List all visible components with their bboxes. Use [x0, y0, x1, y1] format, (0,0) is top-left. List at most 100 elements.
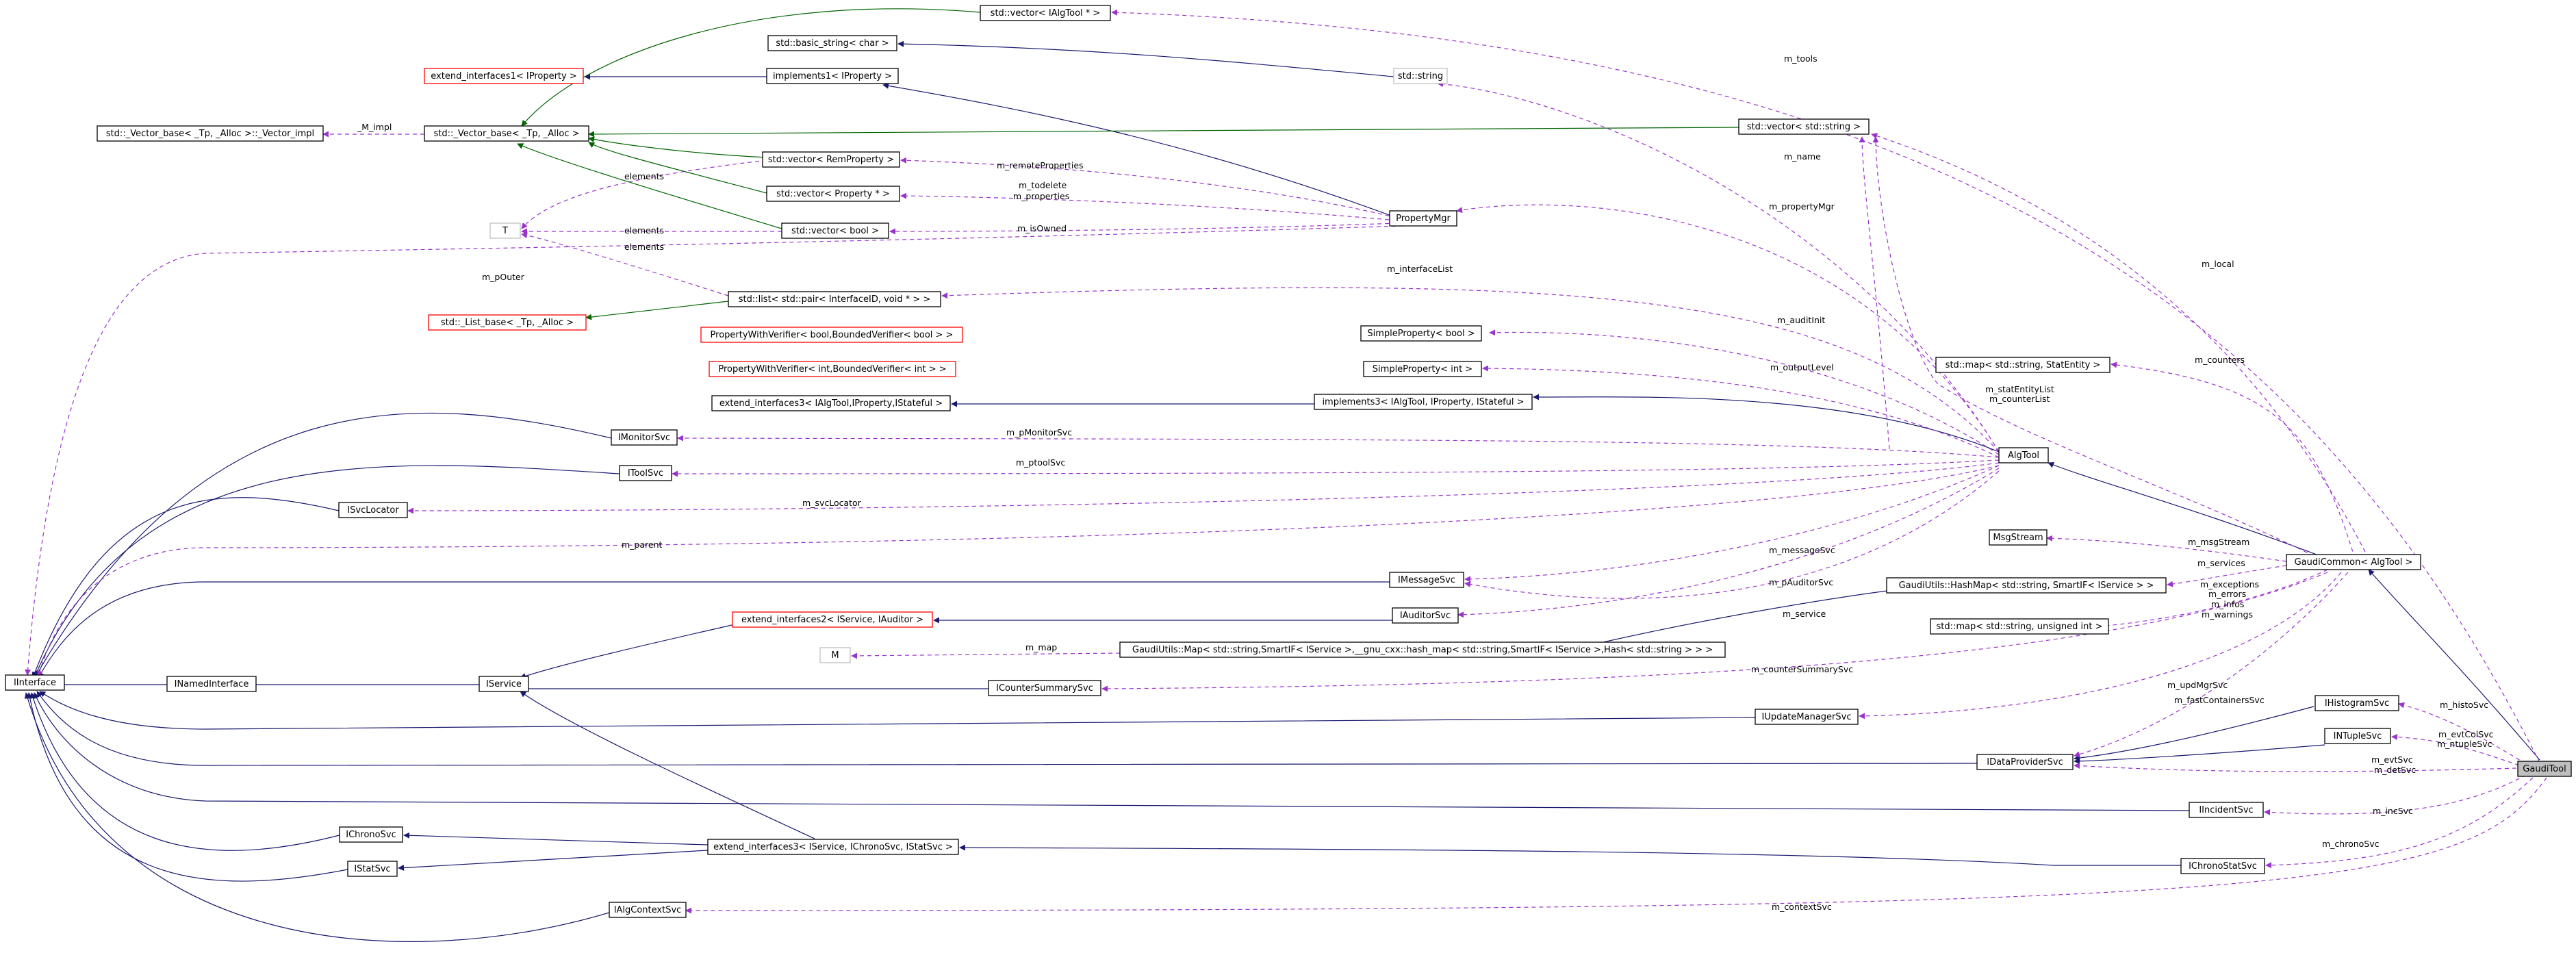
node-ext-if1-label: extend_interfaces1< IProperty > — [431, 71, 576, 81]
node-impl3[interactable]: implements3< IAlgTool, IProperty, IState… — [1314, 394, 1533, 410]
node-ext-if3-ialgtool-label: extend_interfaces3< IAlgTool,IProperty,I… — [719, 398, 943, 409]
nodes-layer: IInterface INamedInterface IService IMon… — [5, 5, 2572, 918]
node-algtool[interactable]: AlgTool — [1998, 447, 2049, 463]
label-m-counters: m_counters — [2195, 355, 2245, 365]
node-iincidentsvc-label: IIncidentSvc — [2199, 805, 2253, 815]
edge-string-vec — [1859, 136, 1890, 450]
label-m-statentitylist: m_statEntityList — [1985, 384, 2054, 394]
edge-propertymgr — [1456, 204, 2000, 453]
edge-propmgr-impl1 — [882, 82, 1397, 218]
node-list-base[interactable]: std::_List_base< _Tp, _Alloc > — [428, 314, 587, 331]
node-std-string[interactable]: std::string — [1393, 68, 1448, 84]
edge-fastcontainers — [2074, 572, 2349, 758]
node-inamedinterface[interactable]: INamedInterface — [166, 676, 257, 692]
node-basic-string[interactable]: std::basic_string< char > — [767, 35, 897, 51]
label-m-fastcontainerssvc: m_fastContainersSvc — [2174, 695, 2265, 705]
node-hashmap-label: GaudiUtils::HashMap< std::string, SmartI… — [1899, 581, 2154, 591]
edge-itoolsvc-interface — [34, 465, 620, 678]
label-m-incsvc: m_incSvc — [2373, 806, 2413, 816]
label-m-exceptions: m_exceptions — [2200, 579, 2259, 589]
node-iservice[interactable]: IService — [479, 676, 529, 692]
node-ihistogramsvc[interactable]: IHistogramSvc — [2314, 695, 2399, 711]
edge-histosvc — [2398, 702, 2527, 765]
edge-updmgrsvc — [1859, 572, 2342, 720]
node-map-statentity[interactable]: std::map< std::string, StatEntity > — [1935, 357, 2110, 373]
usage-edges — [25, 9, 2547, 914]
node-ichronostatsvc-label: IChronoStatSvc — [2189, 861, 2257, 872]
node-vecbase-impl[interactable]: std::_Vector_base< _Tp, _Alloc >::_Vecto… — [97, 125, 324, 142]
label-m-chronosvc: m_chronoSvc — [2322, 839, 2380, 849]
edge-impl3-istat — [398, 850, 709, 872]
node-intuplesvc[interactable]: INTupleSvc — [2324, 728, 2391, 744]
node-map-uint[interactable]: std::map< std::string, unsigned int > — [1930, 618, 2109, 635]
node-ext-if3-ialgtool[interactable]: extend_interfaces3< IAlgTool,IProperty,I… — [711, 395, 951, 411]
label-m-impl: _M_impl — [357, 122, 392, 132]
node-icountersummarysvc[interactable]: ICounterSummarySvc — [988, 680, 1101, 696]
label-m-detsvc: m_detSvc — [2374, 765, 2416, 775]
node-vec-string[interactable]: std::vector< std::string > — [1738, 118, 1870, 135]
node-gaudicommon[interactable]: GaudiCommon< AlgTool > — [2286, 554, 2421, 570]
edge-countersummary — [1101, 572, 2328, 692]
edge-imonitor-interface — [35, 412, 612, 677]
node-iupdatemanagersvc[interactable]: IUpdateManagerSvc — [1755, 709, 1859, 725]
node-t[interactable]: T — [489, 223, 521, 239]
edge-ichronostat-ext3 — [959, 844, 2181, 866]
node-iservice-label: IService — [486, 679, 522, 689]
node-vecbase[interactable]: std::_Vector_base< _Tp, _Alloc > — [424, 125, 589, 142]
node-ext-if2[interactable]: extend_interfaces2< IService, IAuditor > — [732, 611, 933, 628]
node-iauditorsvc[interactable]: IAuditorSvc — [1392, 607, 1459, 624]
node-iincidentsvc[interactable]: IIncidentSvc — [2189, 802, 2264, 818]
edge-gauditool-gaudicommon — [2368, 569, 2540, 761]
node-list-pair[interactable]: std::list< std::pair< InterfaceID, void … — [728, 291, 941, 307]
node-ext-if1[interactable]: extend_interfaces1< IProperty > — [424, 68, 584, 84]
node-std-string-label: std::string — [1398, 71, 1443, 81]
node-ialgcontextsvc[interactable]: IAlgContextSvc — [609, 902, 687, 918]
node-impl1[interactable]: implements1< IProperty > — [766, 68, 899, 84]
node-ichronosvc[interactable]: IChronoSvc — [339, 826, 403, 843]
node-idataprovidersvc[interactable]: IDataProviderSvc — [1976, 754, 2074, 770]
node-istatsvc[interactable]: IStatSvc — [347, 861, 398, 877]
node-pwv-int[interactable]: PropertyWithVerifier< int,BoundedVerifie… — [709, 361, 956, 377]
node-imessagesvc[interactable]: IMessageSvc — [1389, 572, 1464, 588]
node-ext-if3-iservice[interactable]: extend_interfaces3< IService, IChronoSvc… — [707, 839, 959, 855]
node-t-label: T — [502, 226, 508, 236]
node-vec-bool[interactable]: std::vector< bool > — [781, 223, 889, 239]
node-ichronosvc-label: IChronoSvc — [346, 830, 396, 840]
edge-messagesvc — [1464, 465, 2000, 583]
node-sp-int[interactable]: SimpleProperty< int > — [1363, 361, 1482, 377]
node-propertymgr[interactable]: PropertyMgr — [1389, 210, 1457, 227]
node-m[interactable]: M — [819, 647, 851, 663]
label-m-ptoolsvc: m_ptoolSvc — [1016, 457, 1065, 468]
node-idataprovidersvc-label: IDataProviderSvc — [1987, 757, 2063, 767]
edge-todelete — [900, 192, 1397, 221]
node-vec-remproperty-label: std::vector< RemProperty > — [768, 155, 894, 165]
edge-map — [851, 652, 1121, 659]
node-map-uint-label: std::map< std::string, unsigned int > — [1937, 622, 2103, 632]
node-gauditool[interactable]: GaudiTool — [2517, 761, 2572, 777]
label-m-contextsvc: m_contextSvc — [1772, 902, 1832, 912]
node-sp-bool[interactable]: SimpleProperty< bool > — [1360, 325, 1482, 342]
node-msgstream-label: MsgStream — [1993, 533, 2043, 543]
node-vec-property[interactable]: std::vector< Property * > — [766, 186, 900, 202]
node-gaudicommon-label: GaudiCommon< AlgTool > — [2295, 557, 2413, 568]
node-vec-remproperty[interactable]: std::vector< RemProperty > — [762, 151, 900, 168]
node-hashmap[interactable]: GaudiUtils::HashMap< std::string, SmartI… — [1886, 577, 2167, 594]
node-isvclocator[interactable]: ISvcLocator — [338, 502, 408, 518]
node-vec-ialgtool[interactable]: std::vector< IAlgTool * > — [980, 5, 1111, 21]
label-m-outputlevel: m_outputLevel — [1770, 362, 1834, 372]
edge-pauditorsvc — [1457, 468, 2000, 618]
node-iinterface[interactable]: IInterface — [5, 674, 65, 691]
node-imonitorsvc[interactable]: IMonitorSvc — [611, 429, 678, 446]
edge-string-basic — [897, 40, 1394, 77]
node-ichronostatsvc[interactable]: IChronoStatSvc — [2180, 858, 2265, 874]
node-sp-int-label: SimpleProperty< int > — [1373, 364, 1472, 374]
edge-iincident-interface — [34, 692, 2190, 811]
node-itoolsvc[interactable]: IToolSvc — [619, 465, 672, 481]
edge-isvcloc-interface — [31, 497, 340, 678]
edge-interfacelist — [941, 287, 2000, 453]
node-pwv-bool[interactable]: PropertyWithVerifier< bool,BoundedVerifi… — [700, 327, 963, 343]
node-gu-map[interactable]: GaudiUtils::Map< std::string,SmartIF< IS… — [1119, 641, 1726, 658]
edge-exceptions — [2087, 569, 2328, 631]
node-msgstream[interactable]: MsgStream — [1989, 529, 2048, 546]
edge-msgstream — [2046, 535, 2287, 562]
